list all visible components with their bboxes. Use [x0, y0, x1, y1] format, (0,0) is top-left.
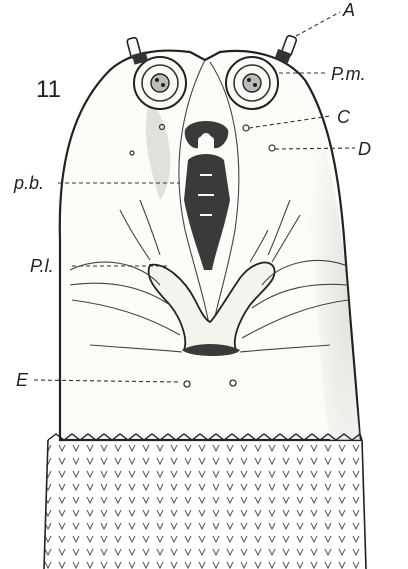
label-d: D	[358, 139, 371, 159]
label-c: C	[337, 107, 351, 127]
label-pb: p.b.	[13, 173, 44, 193]
right-antenna	[275, 35, 297, 63]
leader-a	[296, 12, 340, 36]
right-eye	[226, 57, 278, 109]
left-eye	[134, 57, 186, 109]
figure-number: 11	[36, 76, 61, 103]
spined-collar	[44, 440, 366, 569]
label-pm: P.m.	[331, 64, 366, 84]
label-pl: P.l.	[30, 256, 54, 276]
label-e: E	[16, 370, 29, 390]
label-a: A	[342, 0, 355, 20]
